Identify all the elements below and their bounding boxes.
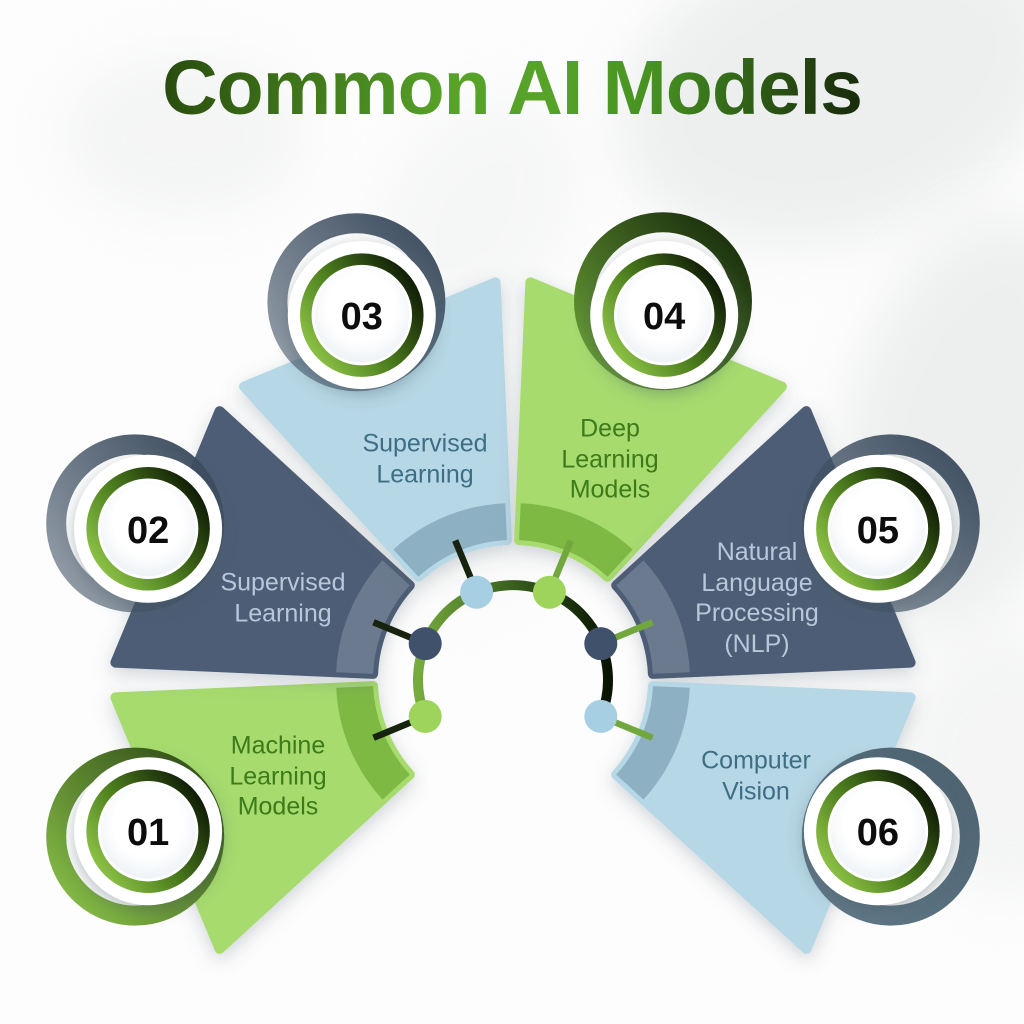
badge-06: 06 (801, 747, 980, 926)
badge-01: 01 (46, 747, 225, 926)
badge-gradient-ring-03 (300, 253, 424, 377)
page-title: Common AI Models (0, 44, 1024, 133)
hub-dot-03 (460, 575, 494, 609)
badge-number-01: 01 (127, 812, 169, 854)
badge-gradient-ring-01 (86, 769, 210, 893)
badge-inner-circle-02 (100, 481, 196, 577)
watermark-blob (60, 50, 310, 220)
badge-number-05: 05 (857, 510, 899, 552)
badge-number-03: 03 (341, 296, 383, 338)
segment-inner-band-05 (616, 560, 690, 674)
segment-inner-band-06 (616, 686, 690, 800)
segment-inner-band-02 (336, 560, 410, 674)
badge-inner-circle-01 (100, 783, 196, 879)
hub-dot-01 (408, 699, 442, 733)
hub-arc (413, 580, 613, 719)
segment-inner-band-04 (519, 503, 633, 577)
badge-gradient-ring-02 (86, 467, 210, 591)
badge-gradient-ring-04 (602, 253, 726, 377)
badge-inner-circle-06 (830, 783, 926, 879)
hub-dot-06 (584, 699, 618, 733)
badge-gradient-ring-06 (816, 769, 940, 893)
hub-dot-04 (532, 575, 566, 609)
badge-number-06: 06 (857, 812, 899, 854)
badge-04: 04 (574, 212, 752, 391)
segment-wedge-03 (239, 277, 512, 582)
badge-inner-circle-03 (314, 267, 410, 363)
badge-number-02: 02 (127, 510, 169, 552)
segment-inner-band-01 (336, 686, 410, 800)
badge-03: 03 (267, 213, 446, 392)
badge-inner-circle-05 (830, 481, 926, 577)
segment-inner-band-03 (393, 503, 507, 577)
badge-inner-circle-04 (616, 267, 712, 363)
badge-05: 05 (801, 434, 980, 613)
badge-number-04: 04 (643, 296, 685, 338)
hub-dot-05 (584, 627, 618, 661)
badge-gradient-ring-05 (816, 467, 940, 591)
badge-02: 02 (46, 434, 225, 613)
hub-dot-02 (408, 627, 442, 661)
